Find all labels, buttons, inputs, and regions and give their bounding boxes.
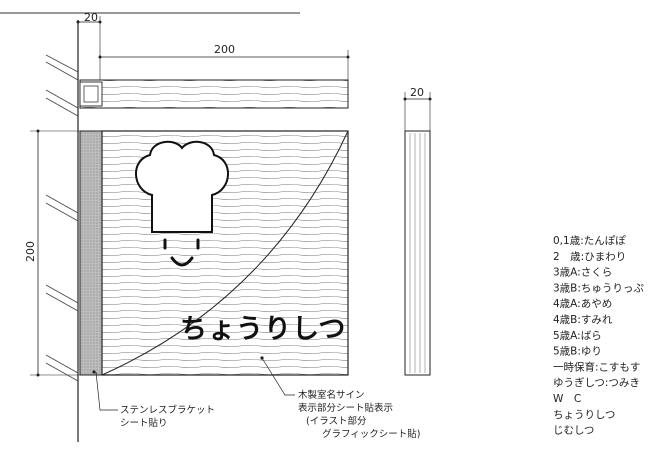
chef-hat-smiley-icon	[135, 140, 229, 267]
callout-bracket-line1: ステンレスブラケット	[120, 404, 215, 416]
dim-height: 200	[24, 129, 82, 377]
top-view-plank	[79, 79, 349, 109]
dim-label-width: 200	[214, 43, 235, 56]
stainless-bracket	[79, 130, 103, 376]
room-list-item: 0,1歳:たんぽぽ	[553, 235, 626, 247]
room-list-item: 3歳A:さくら	[553, 267, 612, 279]
room-list: 0,1歳:たんぽぽ 2 歳:ひまわり 3歳A:さくら 3歳B:ちゅうりっぷ 4歳A:あや…	[553, 235, 644, 437]
room-list-item: 5歳B:ゆり	[553, 346, 602, 358]
sign-room-name: ちょうりしつ	[180, 314, 346, 345]
side-view: 20	[403, 86, 432, 376]
room-list-item: 一時保育:こすもす	[553, 360, 640, 373]
room-list-item: 2 歳:ひまわり	[553, 251, 626, 263]
wall	[45, 20, 79, 442]
graphic-sheet-curve	[101, 130, 349, 376]
callout-panel: 木製室名サイン 表示部分シート貼表示 (イラスト部分 グラフィックシート貼)	[298, 389, 421, 440]
dim-width: 200	[98, 43, 350, 82]
dim-label-bracket: 20	[84, 11, 98, 24]
room-list-item: ちょうりしつ	[553, 409, 615, 421]
callout-panel-line3: (イラスト部分	[306, 415, 367, 427]
room-list-item: じむしつ	[553, 425, 594, 437]
room-list-item: 4歳B:すみれ	[553, 314, 613, 326]
callout-bracket-line2: シート貼り	[120, 417, 168, 429]
room-list-item: 3歳B:ちゅうりっぷ	[553, 282, 644, 294]
callout-panel-line2: 表示部分シート貼表示	[298, 402, 393, 414]
room-list-item: W C	[553, 393, 581, 405]
side-panel	[404, 130, 431, 376]
dim-bracket-top: 20	[76, 11, 102, 80]
room-list-item: 5歳A:ばら	[553, 330, 602, 342]
dim-label-side: 20	[410, 86, 424, 99]
room-list-item: 4歳A:あやめ	[553, 298, 612, 310]
dim-label-height: 200	[24, 241, 37, 262]
callout-panel-line4: グラフィックシート貼)	[322, 428, 421, 440]
leader-lines	[95, 356, 295, 411]
callout-bracket: ステンレスブラケット シート貼り	[120, 404, 215, 429]
callout-panel-line1: 木製室名サイン	[298, 389, 365, 401]
room-list-item: ゆうぎしつ:つみき	[553, 376, 640, 389]
